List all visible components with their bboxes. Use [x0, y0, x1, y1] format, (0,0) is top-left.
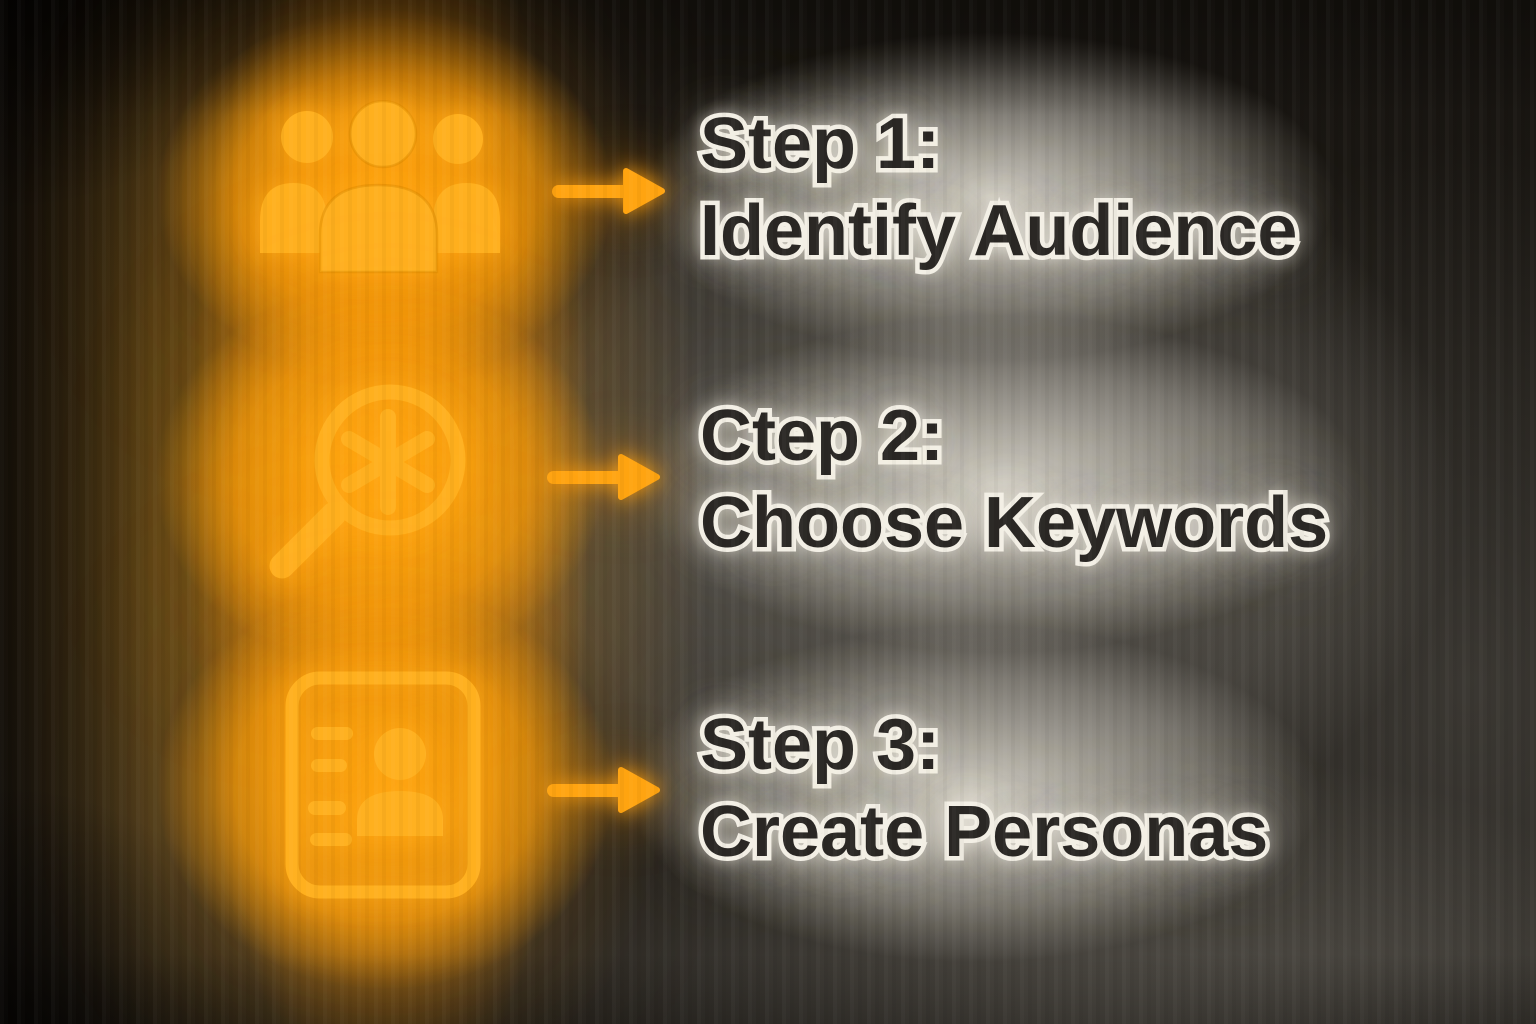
keyword-search-icon — [269, 384, 466, 579]
step-3-subtitle: Create Personas Create Personas — [695, 788, 1272, 877]
step-3-title-glow: Step 3: — [695, 701, 944, 790]
step-1-title: Step 1: Step 1: — [695, 100, 1297, 189]
step-2-subtitle: Choose Keywords Choose Keywords — [695, 479, 1332, 568]
step-2-title: Ctep 2: Ctep 2: — [695, 392, 1328, 481]
audience-people-icon — [260, 100, 500, 274]
step-1-title-glow: Step 1: — [695, 100, 944, 189]
step-3-subtitle-glow: Create Personas — [695, 788, 1272, 877]
step-1-subtitle-text: Identify Audience — [700, 191, 1298, 271]
step-3-headline: Step 3: Step 3: Create Personas Create P… — [695, 701, 1272, 877]
step-1-title-text: Step 1: — [700, 104, 941, 184]
step-3-title-text: Step 3: — [700, 705, 941, 785]
persona-card-icon — [285, 671, 481, 899]
arrow-right-icon — [552, 168, 665, 214]
step-2-title-glow: Ctep 2: — [695, 392, 948, 481]
step-2-subtitle-glow: Choose Keywords — [695, 479, 1332, 568]
step-2-subtitle-text: Choose Keywords — [700, 483, 1329, 563]
step-2-title-text: Ctep 2: — [700, 396, 945, 476]
step-1-subtitle-glow: Identify Audience — [695, 187, 1301, 276]
step-3-title: Step 3: Step 3: — [695, 701, 1268, 790]
step-3-subtitle-text: Create Personas — [700, 792, 1269, 872]
step-1-headline: Step 1: Step 1: Identify Audience Identi… — [695, 100, 1301, 276]
step-2-headline: Ctep 2: Ctep 2: Choose Keywords Choose K… — [695, 392, 1332, 568]
arrow-right-icon — [547, 454, 660, 500]
step-1-subtitle: Identify Audience Identify Audience — [695, 187, 1301, 276]
arrow-right-icon — [547, 767, 660, 813]
